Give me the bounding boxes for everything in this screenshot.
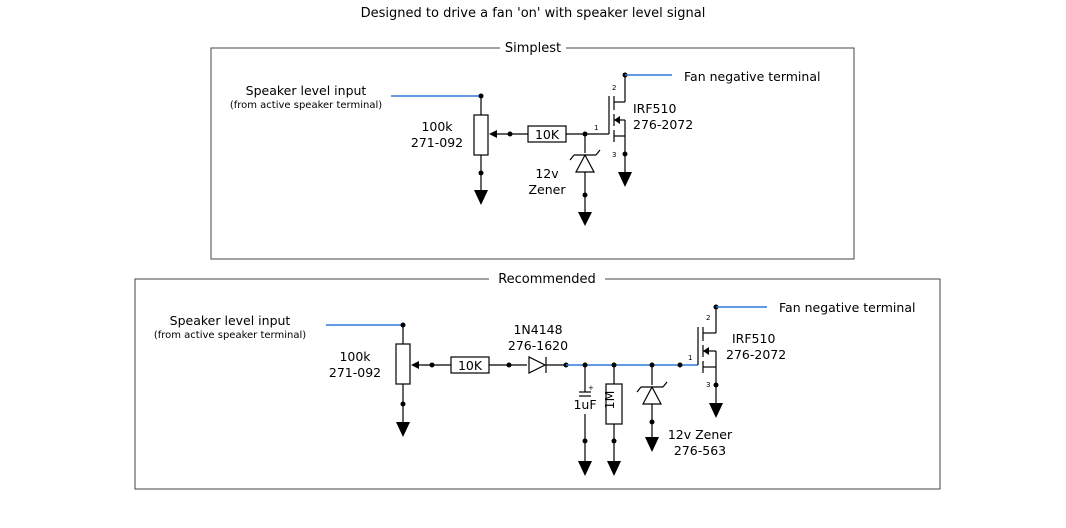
recommended-junction <box>429 362 435 368</box>
simplest-ground-pot <box>474 190 488 205</box>
simplest-ground-zener <box>578 212 592 226</box>
recommended-mosfet <box>697 307 717 403</box>
simplest-input-note: (from active speaker terminal) <box>230 100 382 111</box>
simplest-zener-value: 12v <box>535 166 559 181</box>
simplest-fan-label: Fan negative terminal <box>684 69 820 84</box>
simplest-ground-mosfet <box>618 172 632 187</box>
recommended-cap-plus: + <box>588 384 594 392</box>
recommended-junction <box>506 362 512 368</box>
recommended-zener-label: 12v Zener <box>668 427 733 442</box>
recommended-mosfet-part: 276-2072 <box>726 347 786 362</box>
recommended-pot-value: 100k <box>339 349 371 364</box>
simplest-resistor-label: 10K <box>535 127 560 142</box>
recommended-pot-part: 271-092 <box>329 365 381 380</box>
recommended-pin2: 2 <box>706 314 710 322</box>
recommended-ground-mosfet <box>709 403 723 418</box>
simplest-mosfet <box>608 75 626 172</box>
recommended-fan-label: Fan negative terminal <box>779 300 915 315</box>
simplest-pin3: 3 <box>612 151 616 159</box>
diagram-title: Designed to drive a fan 'on' with speake… <box>361 6 706 21</box>
recommended-junction <box>713 382 719 388</box>
simplest-pot-part: 271-092 <box>411 135 463 150</box>
recommended-junction <box>400 401 406 407</box>
recommended-pin1: 1 <box>688 354 692 362</box>
recommended-input-note: (from active speaker terminal) <box>154 330 306 341</box>
recommended-res2-value: 1M <box>602 391 617 410</box>
recommended-capacitor <box>579 391 591 397</box>
recommended-wiper-arrow <box>411 361 419 369</box>
recommended-junction <box>582 438 588 444</box>
simplest-junction <box>507 131 513 137</box>
recommended-junction <box>649 419 655 425</box>
simplest-input-label: Speaker level input <box>246 83 367 98</box>
recommended-pin3: 3 <box>706 381 710 389</box>
recommended-mosfet-name: IRF510 <box>732 331 775 346</box>
recommended-label: Recommended <box>498 272 596 287</box>
simplest-zener-word: Zener <box>528 182 566 197</box>
recommended-ground-zener <box>645 437 659 452</box>
recommended-input-label: Speaker level input <box>170 313 291 328</box>
recommended-zener-diode <box>636 381 668 405</box>
recommended-frame <box>134 278 941 490</box>
simplest-pot-value: 100k <box>421 119 453 134</box>
simplest-frame <box>210 47 855 260</box>
simplest-label: Simplest <box>505 41 561 56</box>
simplest-wiper-arrow <box>489 130 497 138</box>
recommended-potentiometer <box>395 343 411 385</box>
recommended-ground-pot <box>396 422 410 437</box>
simplest-pin1: 1 <box>594 124 598 132</box>
recommended-panel: Recommended Speaker level input (from ac… <box>134 272 941 490</box>
recommended-cap-value: 1uF <box>573 397 596 412</box>
recommended-resistor-label: 10K <box>458 358 483 373</box>
simplest-zener-diode <box>569 149 601 173</box>
recommended-ground-res <box>607 461 621 476</box>
recommended-ground-cap <box>578 461 592 476</box>
recommended-junction <box>611 438 617 444</box>
simplest-mosfet-name: IRF510 <box>633 101 676 116</box>
simplest-junction <box>582 192 588 198</box>
recommended-zener-part: 276-563 <box>674 443 726 458</box>
recommended-diode-part: 276-1620 <box>508 338 568 353</box>
recommended-diode-name: 1N4148 <box>513 322 562 337</box>
recommended-junction <box>677 362 683 368</box>
simplest-potentiometer <box>473 114 489 156</box>
simplest-panel: Simplest Speaker level input (from activ… <box>210 41 855 260</box>
simplest-pin2: 2 <box>612 84 616 92</box>
recommended-diode <box>528 356 547 374</box>
simplest-junction <box>622 151 628 157</box>
simplest-mosfet-part: 276-2072 <box>633 117 693 132</box>
